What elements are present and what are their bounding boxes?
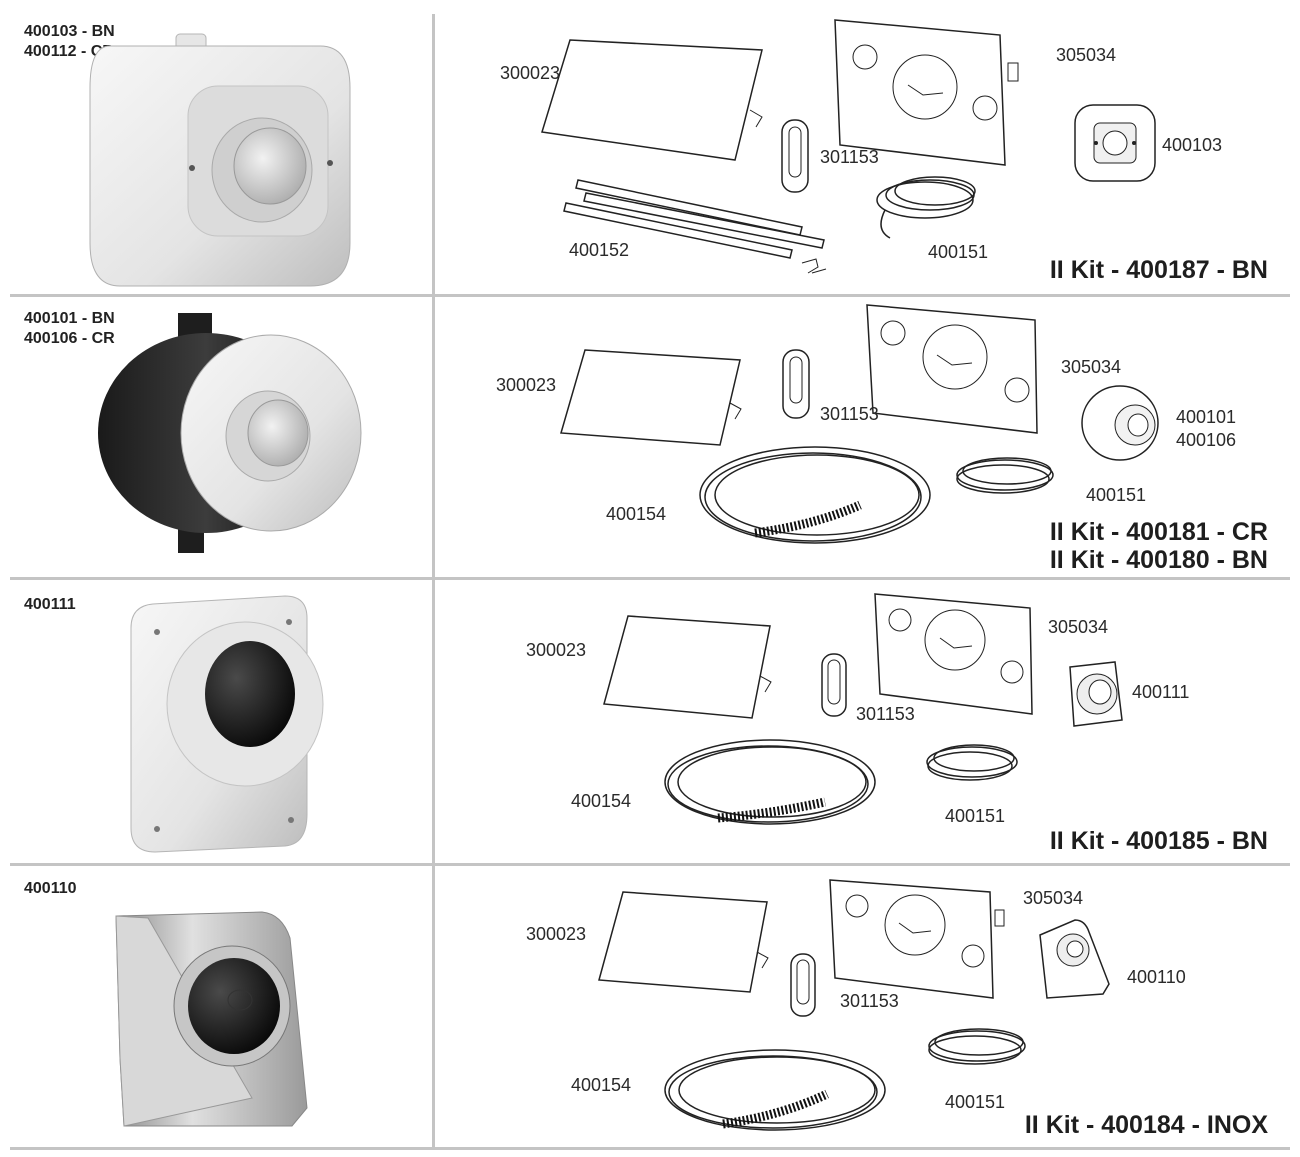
- part-label-unit-bn: 400101: [1176, 407, 1237, 427]
- row-divider: [10, 294, 1290, 297]
- product-code: 400103 - BN: [24, 23, 115, 40]
- product-codes: 400110: [24, 879, 77, 899]
- row-divider: [10, 863, 1290, 866]
- kit-title: II Kit - 400185 - BN: [1049, 827, 1268, 855]
- part-label-hose: 400154: [606, 504, 667, 524]
- kit-title: II Kit - 400181 - CR: [1049, 518, 1268, 546]
- product-row-1: 400103 - BN 400112 - CR: [0, 0, 1300, 294]
- part-label-unit-cr: 400106: [1176, 430, 1237, 450]
- push-button-box-photo: [89, 33, 351, 287]
- part-label-sheet: 300023: [500, 63, 561, 83]
- square-flange-button-photo: [130, 595, 324, 853]
- kit-exploded-drawing: [541, 19, 1156, 274]
- kit-exploded-drawing: [560, 304, 1159, 544]
- part-label-cable: 400151: [945, 806, 1006, 826]
- steel-wedge-button-photo: [115, 911, 308, 1127]
- part-label-hose: 400154: [571, 1075, 632, 1095]
- part-label-unit: 400110: [1127, 967, 1186, 987]
- part-label-plate: 305034: [1048, 617, 1109, 637]
- column-divider: [432, 14, 435, 1149]
- part-label-clip: 301153: [856, 704, 915, 724]
- product-row-4: 400110 300: [0, 866, 1300, 1147]
- kit-title: II Kit - 400184 - INOX: [1024, 1111, 1268, 1139]
- kit-exploded-drawing: [598, 879, 1110, 1131]
- part-label-plate: 305034: [1061, 357, 1122, 377]
- product-code: 400101 - BN: [24, 310, 115, 327]
- kit-title: II Kit - 400180 - BN: [1049, 546, 1268, 574]
- part-label-plate: 305034: [1023, 888, 1084, 908]
- part-label-sheet: 300023: [526, 640, 587, 660]
- part-label-sheet: 300023: [496, 375, 557, 395]
- product-codes: 400101 - BN 400106 - CR: [24, 309, 115, 349]
- part-label-rods: 400152: [569, 240, 630, 260]
- product-codes: 400111: [24, 595, 76, 615]
- part-label-clip: 301153: [840, 991, 899, 1011]
- product-row-3: 400111 300023: [0, 580, 1300, 863]
- product-code: 400111: [24, 596, 76, 613]
- part-label-clip: 301153: [820, 147, 879, 167]
- kit-exploded-drawing: [603, 593, 1123, 825]
- part-label-cable: 400151: [945, 1092, 1006, 1112]
- row-divider: [10, 1147, 1290, 1150]
- product-code: 400110: [24, 880, 77, 897]
- product-codes: 400103 - BN 400112 - CR: [24, 22, 115, 62]
- part-label-unit: 400111: [1132, 682, 1190, 702]
- round-push-button-photo: [98, 313, 362, 553]
- product-row-2: 400101 - BN 400106 - CR: [0, 297, 1300, 577]
- row-divider: [10, 577, 1290, 580]
- product-code: 400106 - CR: [24, 330, 115, 347]
- part-label-sheet: 300023: [526, 924, 587, 944]
- part-label-plate: 305034: [1056, 45, 1117, 65]
- part-label-cable: 400151: [928, 242, 989, 262]
- part-label-unit: 400103: [1162, 135, 1223, 155]
- part-label-hose: 400154: [571, 791, 632, 811]
- product-code: 400112 - CR: [24, 43, 114, 60]
- part-label-clip: 301153: [820, 404, 879, 424]
- part-label-cable: 400151: [1086, 485, 1147, 505]
- kit-title: II Kit - 400187 - BN: [1049, 256, 1268, 284]
